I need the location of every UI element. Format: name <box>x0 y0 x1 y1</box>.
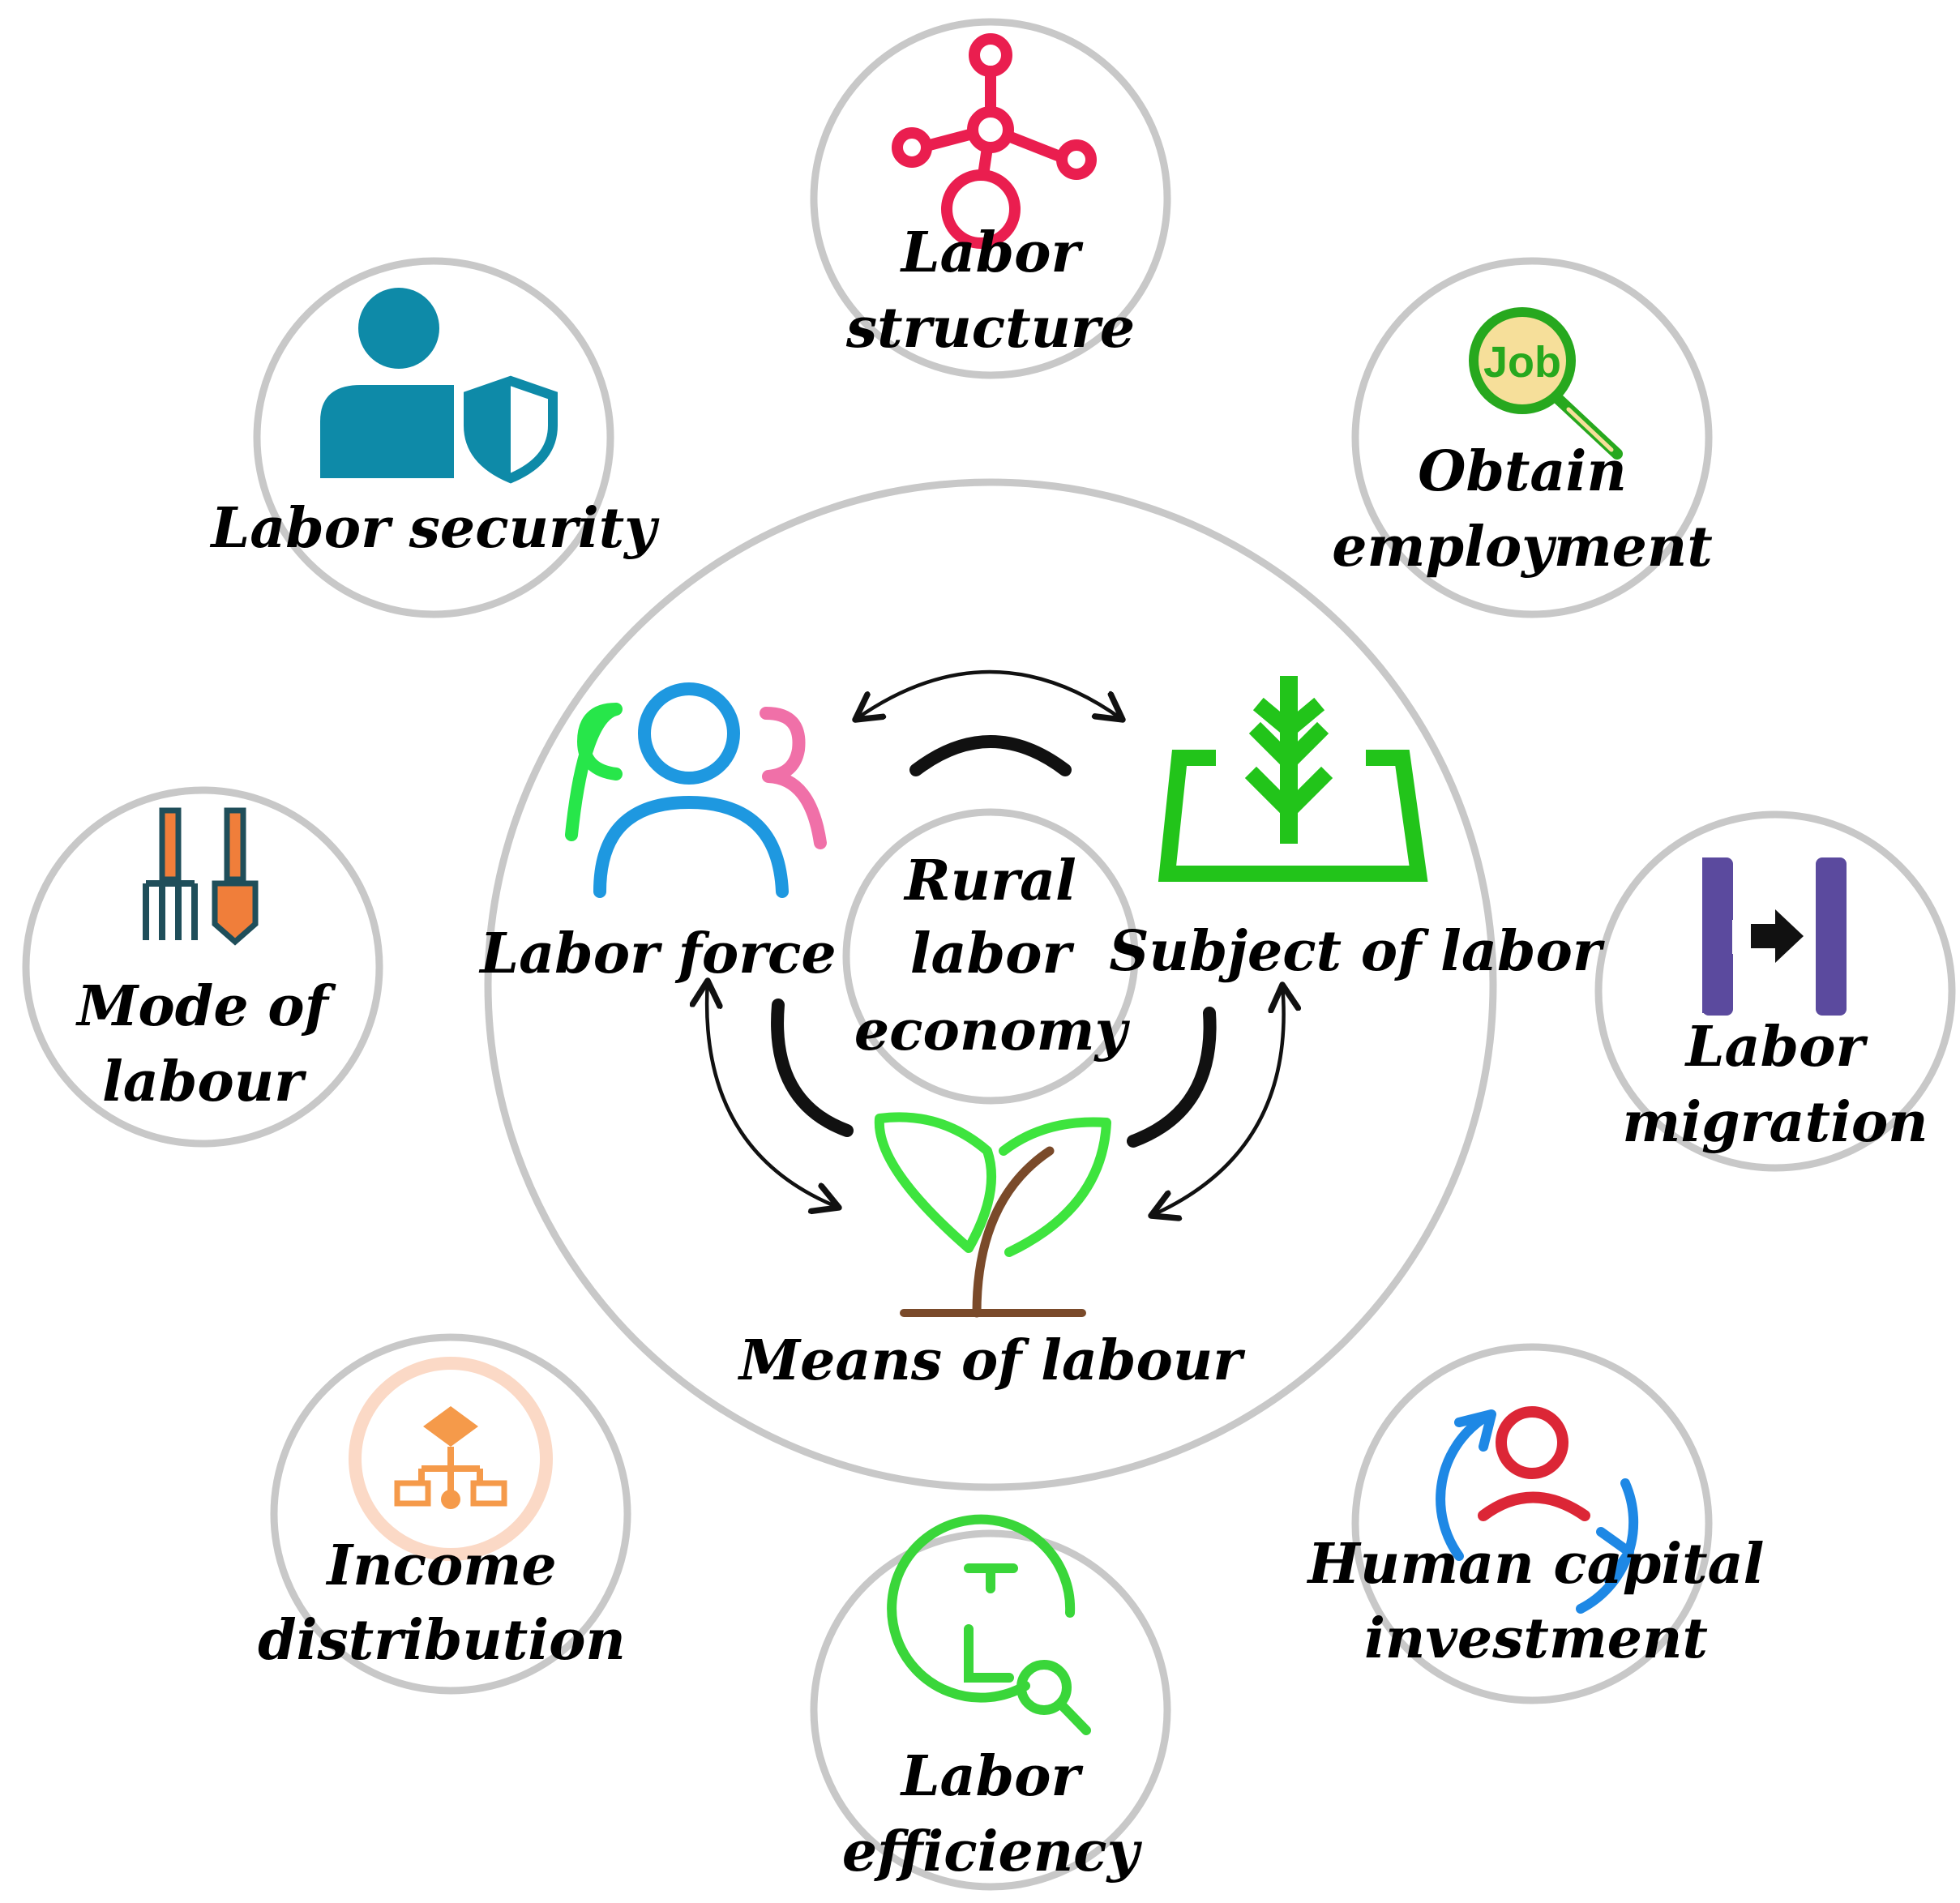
human-capital-label-1: Human capital <box>1307 1532 1765 1597</box>
obtain-employment-label-2: employment <box>1332 515 1713 579</box>
labor-migration-label-2: migration <box>1622 1090 1928 1155</box>
income-distribution-label-2: distribution <box>258 1608 626 1673</box>
right-arc <box>1127 1007 1217 1148</box>
labor-structure-circle <box>810 18 1171 379</box>
arrow-subject-means <box>1151 985 1284 1216</box>
people-icon <box>565 682 827 898</box>
human-capital-label-2: investment <box>1364 1606 1708 1671</box>
subject-of-labor-label: Subject of labor <box>1109 919 1602 984</box>
stopwatch-icon <box>887 1514 1091 1735</box>
left-arc <box>771 999 854 1137</box>
labor-efficiency-label-1: Labor <box>901 1744 1081 1809</box>
labor-migration-circle <box>1594 810 1956 1172</box>
means-of-labour-label: Means of labour <box>738 1328 1243 1393</box>
job-search-icon: Job <box>1469 307 1623 460</box>
hierarchy-icon <box>349 1357 553 1561</box>
sprout-tray-icon <box>1158 676 1428 882</box>
income-distribution-circle <box>270 1333 631 1695</box>
job-badge-text: Job <box>1483 338 1561 387</box>
income-distribution-label-1: Income <box>327 1533 557 1598</box>
labor-structure-label-2: structure <box>845 296 1136 361</box>
mode-of-labour-circle <box>22 786 383 1148</box>
center-ring <box>842 808 1139 1105</box>
tools-icon <box>143 807 259 946</box>
labor-security-circle <box>253 257 614 618</box>
arrow-force-subject <box>855 669 1123 720</box>
labor-force-label: Labor force <box>480 922 837 986</box>
human-capital-circle <box>1351 1343 1713 1704</box>
top-arc <box>909 735 1072 776</box>
obtain-employment-label-1: Obtain <box>1418 439 1627 504</box>
labor-migration-label-1: Labor <box>1685 1015 1865 1080</box>
labor-efficiency-label-2: efficiency <box>841 1820 1140 1884</box>
mode-of-labour-label-1: Mode of <box>77 974 328 1039</box>
user-shield-icon <box>320 288 559 486</box>
mode-of-labour-label-2: labour <box>101 1050 304 1114</box>
labor-security-label: Labor security <box>211 496 657 561</box>
plant-icon <box>874 1112 1111 1318</box>
labor-efficiency-circle <box>810 1529 1171 1891</box>
center-label-line1: Rural <box>905 849 1076 913</box>
center-label-line2: labor <box>909 922 1072 986</box>
molecule-icon <box>892 33 1097 249</box>
center-label-line3: economy <box>854 999 1128 1063</box>
obtain-employment-circle <box>1351 257 1713 618</box>
arrow-force-means <box>707 981 839 1208</box>
labor-structure-label-1: Labor <box>901 220 1081 285</box>
outer-ring <box>484 478 1497 1491</box>
human-capital-icon <box>1436 1406 1639 1614</box>
migration-icon <box>1702 857 1847 1016</box>
